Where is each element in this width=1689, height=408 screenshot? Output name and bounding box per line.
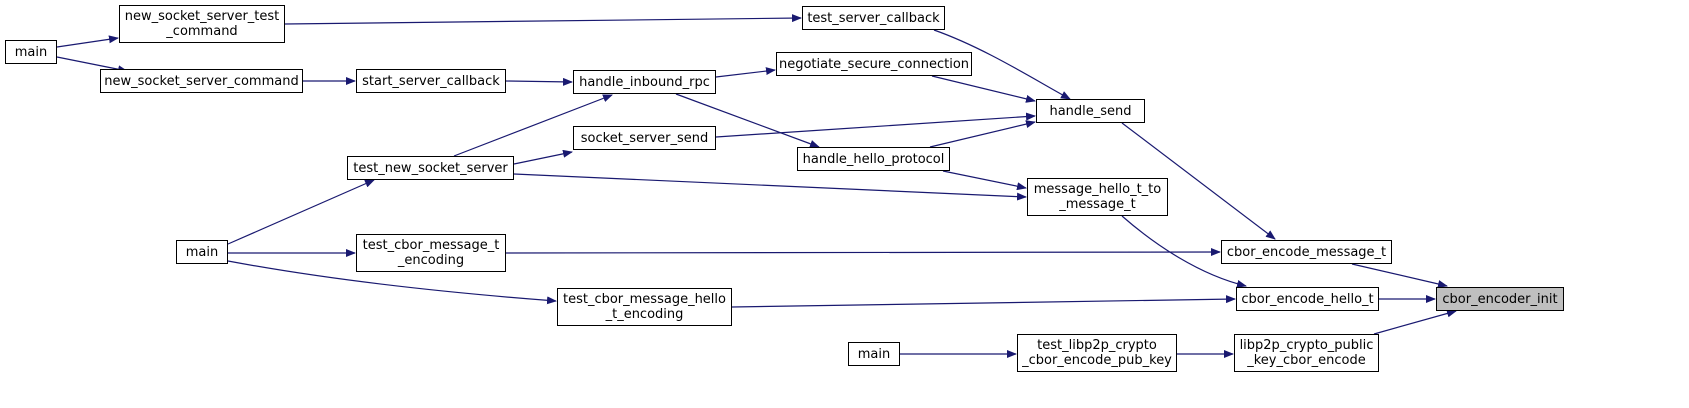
edge-libp2p-crypto-public-key-cbor-encode-to-cbor-encoder-init: [1373, 309, 1457, 335]
edge-main-1-to-new-socket-server-test-command: [56, 35, 119, 48]
edge-handle-hello-protocol-to-handle-send: [929, 120, 1036, 148]
node-libp2p-crypto-public-key-cbor-encode[interactable]: libp2p_crypto_public _key_cbor_encode: [1234, 334, 1379, 372]
node-handle-inbound-rpc[interactable]: handle_inbound_rpc: [573, 70, 716, 94]
node-test-new-socket-server[interactable]: test_new_socket_server: [347, 156, 514, 180]
edge-main-2-to-test-cbor-message-hello-t-encoding: [227, 260, 557, 305]
node-negotiate-secure-connection[interactable]: negotiate_secure_connection: [776, 52, 972, 76]
edge-main-2-to-test-new-socket-server: [227, 179, 375, 245]
node-main-3[interactable]: main: [848, 342, 900, 366]
edge-main-1-to-new-socket-server-command: [56, 56, 128, 74]
node-test-cbor-message-hello-t-encoding[interactable]: test_cbor_message_hello _t_encoding: [557, 288, 732, 326]
node-test-libp2p-crypto-cbor-encode-pub-key[interactable]: test_libp2p_crypto _cbor_encode_pub_key: [1017, 334, 1177, 372]
edge-message-hello-t-to-message-t-to-cbor-encode-hello-t: [1121, 215, 1247, 288]
edge-handle-hello-protocol-to-message-hello-t-to-message-t: [942, 170, 1027, 191]
node-main-2[interactable]: main: [176, 240, 228, 264]
node-socket-server-send[interactable]: socket_server_send: [573, 126, 716, 150]
node-start-server-callback[interactable]: start_server_callback: [356, 69, 506, 93]
node-main-1[interactable]: main: [5, 40, 57, 64]
edge-test-cbor-message-t-encoding-to-cbor-encode-message-t: [505, 248, 1221, 257]
edge-handle-send-to-cbor-encode-message-t: [1121, 122, 1276, 240]
edge-socket-server-send-to-handle-send: [715, 112, 1036, 138]
node-cbor-encode-message-t[interactable]: cbor_encode_message_t: [1221, 240, 1392, 264]
edge-cbor-encode-message-t-to-cbor-encoder-init: [1351, 263, 1448, 288]
edge-test-cbor-message-hello-t-encoding-to-cbor-encode-hello-t: [731, 295, 1236, 308]
edge-handle-inbound-rpc-to-handle-hello-protocol: [675, 93, 820, 148]
edge-test-new-socket-server-to-message-hello-t-to-message-t: [513, 173, 1027, 201]
edge-start-server-callback-to-handle-inbound-rpc: [505, 77, 573, 86]
edge-test-new-socket-server-to-socket-server-send: [513, 149, 573, 165]
edge-new-socket-server-test-command-to-test-server-callback: [284, 14, 802, 25]
node-handle-hello-protocol[interactable]: handle_hello_protocol: [797, 147, 950, 171]
node-new-socket-server-test-command[interactable]: new_socket_server_test _command: [119, 5, 285, 43]
node-test-server-callback[interactable]: test_server_callback: [802, 6, 945, 30]
node-test-cbor-message-t-encoding[interactable]: test_cbor_message_t _encoding: [356, 234, 506, 272]
edge-handle-inbound-rpc-to-negotiate-secure-connection: [715, 67, 776, 78]
edge-test-new-socket-server-to-handle-inbound-rpc: [453, 94, 613, 157]
edge-negotiate-secure-connection-to-handle-send: [931, 75, 1036, 103]
node-cbor-encoder-init: cbor_encoder_init: [1436, 287, 1564, 311]
edge-test-server-callback-to-handle-send: [933, 29, 1071, 100]
node-new-socket-server-command[interactable]: new_socket_server_command: [100, 69, 303, 93]
node-message-hello-t-to-message-t[interactable]: message_hello_t_to _message_t: [1027, 178, 1168, 216]
node-cbor-encode-hello-t[interactable]: cbor_encode_hello_t: [1236, 287, 1379, 311]
node-handle-send[interactable]: handle_send: [1036, 99, 1145, 123]
